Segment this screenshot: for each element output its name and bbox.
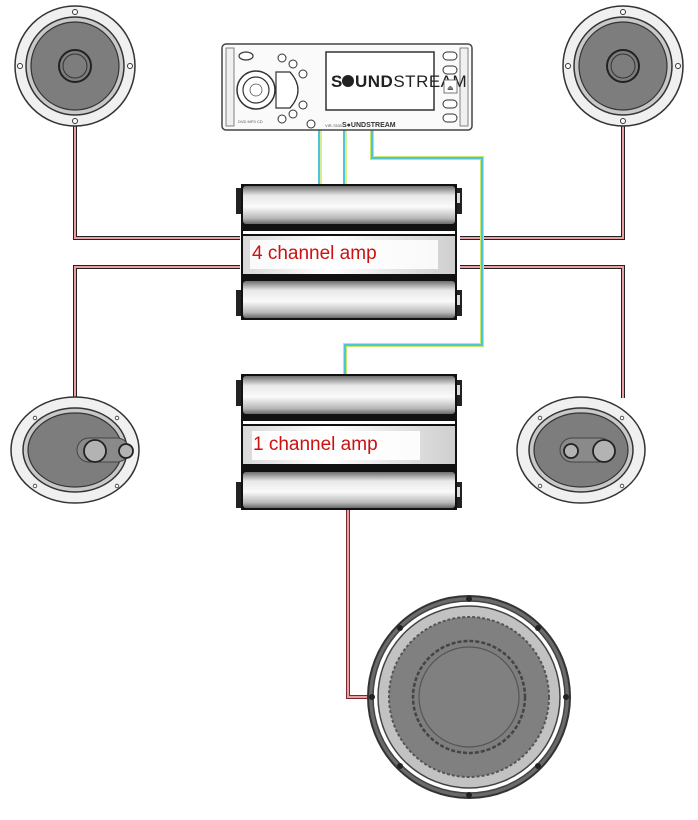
wire-subwoofer — [346, 508, 375, 699]
media-badges: DVD MP3 CD — [238, 119, 263, 124]
wire-front-right — [460, 125, 625, 240]
wire-rear-right — [460, 265, 625, 398]
amplifier-1-channel: 1 channel amp — [236, 374, 462, 510]
amplifier-4-channel: 4 channel amp — [236, 184, 462, 320]
model-number: VIR-7830 — [325, 123, 343, 128]
speaker-front-left — [14, 5, 136, 127]
power-button — [238, 51, 254, 61]
amp-4-channel-label: 4 channel amp — [252, 243, 377, 264]
rca-wires — [318, 130, 484, 374]
svg-text:S: S — [331, 72, 343, 91]
svg-text:⏏: ⏏ — [447, 85, 454, 92]
speaker-rear-right — [516, 396, 646, 504]
speaker-front-right — [562, 5, 684, 127]
wire-rear-left — [73, 265, 240, 398]
subwoofer — [367, 595, 571, 799]
wire-front-left — [73, 125, 240, 240]
amp-1-channel-label: 1 channel amp — [253, 434, 378, 455]
speaker-wires — [73, 125, 625, 699]
eject-icon — [443, 79, 458, 94]
head-unit: DVD MP3 CD S UNDSTREAM VIR-7830 S●UNDSTR… — [221, 43, 473, 131]
brand-logo-small: S●UNDSTREAM — [342, 122, 396, 129]
speaker-rear-left — [10, 396, 140, 504]
